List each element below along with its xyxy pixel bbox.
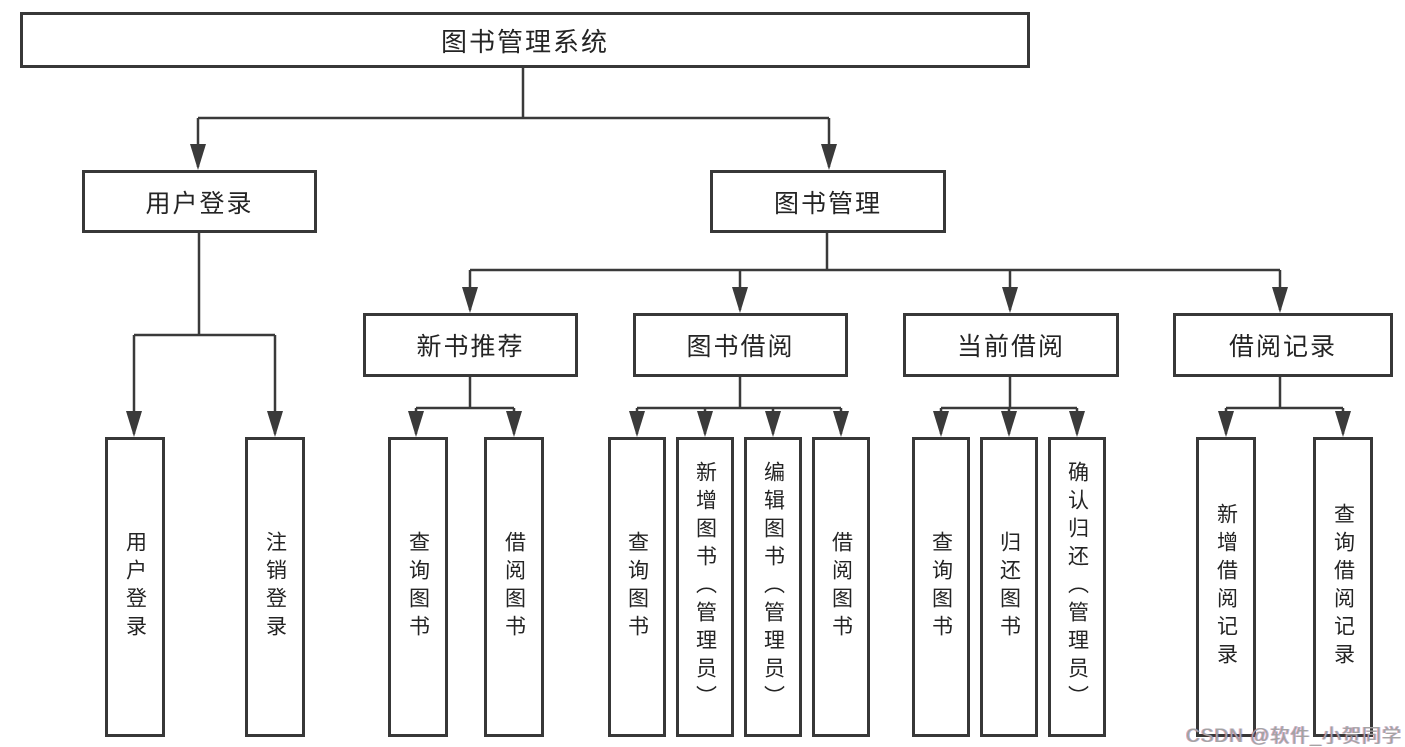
node-book-management: 图书管理 xyxy=(710,170,946,233)
leaf-recommend-query-book: 查询图书 xyxy=(388,437,448,737)
node-book-borrow-label: 图书借阅 xyxy=(686,333,795,361)
leaf-recommend-query-book-label: 查询图书 xyxy=(406,531,430,643)
node-new-book-recommend-label: 新书推荐 xyxy=(416,333,525,361)
leaf-current-query-book: 查询图书 xyxy=(912,437,970,737)
leaf-confirm-return-admin: 确认归还（管理员） xyxy=(1048,437,1106,737)
leaf-logout: 注销登录 xyxy=(245,437,305,737)
leaf-borrow-query-book-label: 查询图书 xyxy=(625,531,649,643)
leaf-return-book-label: 归还图书 xyxy=(997,531,1021,643)
node-current-borrow: 当前借阅 xyxy=(903,313,1119,377)
leaf-return-book: 归还图书 xyxy=(980,437,1038,737)
leaf-recommend-borrow-book-label: 借阅图书 xyxy=(502,531,526,643)
node-user-login-label: 用户登录 xyxy=(145,189,254,218)
leaf-add-borrow-record: 新增借阅记录 xyxy=(1196,437,1256,737)
leaf-current-query-book-label: 查询图书 xyxy=(929,531,953,643)
node-library-system-label: 图书管理系统 xyxy=(440,26,609,57)
leaf-add-book-admin-label: 新增图书（管理员） xyxy=(693,461,717,713)
leaf-add-borrow-record-label: 新增借阅记录 xyxy=(1214,503,1238,671)
leaf-user-login-label: 用户登录 xyxy=(123,531,147,643)
node-library-system: 图书管理系统 xyxy=(20,12,1030,68)
csdn-watermark: CSDN @软件_小贺同学 xyxy=(1186,726,1402,747)
leaf-user-login: 用户登录 xyxy=(105,437,165,737)
leaf-edit-book-admin-label: 编辑图书（管理员） xyxy=(761,461,785,713)
node-current-borrow-label: 当前借阅 xyxy=(956,333,1065,361)
leaf-recommend-borrow-book: 借阅图书 xyxy=(484,437,544,737)
leaf-confirm-return-admin-label: 确认归还（管理员） xyxy=(1065,461,1089,713)
node-new-book-recommend: 新书推荐 xyxy=(363,313,578,377)
node-borrow-record: 借阅记录 xyxy=(1173,313,1393,377)
node-user-login: 用户登录 xyxy=(82,170,317,233)
leaf-add-book-admin: 新增图书（管理员） xyxy=(676,437,734,737)
leaf-borrow-book: 借阅图书 xyxy=(812,437,870,737)
leaf-edit-book-admin: 编辑图书（管理员） xyxy=(744,437,802,737)
leaf-query-borrow-record: 查询借阅记录 xyxy=(1313,437,1373,737)
leaf-logout-label: 注销登录 xyxy=(263,531,287,643)
node-borrow-record-label: 借阅记录 xyxy=(1228,333,1337,361)
node-book-borrow: 图书借阅 xyxy=(633,313,848,377)
leaf-borrow-query-book: 查询图书 xyxy=(608,437,666,737)
node-book-management-label: 图书管理 xyxy=(773,189,882,218)
leaf-query-borrow-record-label: 查询借阅记录 xyxy=(1331,503,1355,671)
leaf-borrow-book-label: 借阅图书 xyxy=(829,531,853,643)
